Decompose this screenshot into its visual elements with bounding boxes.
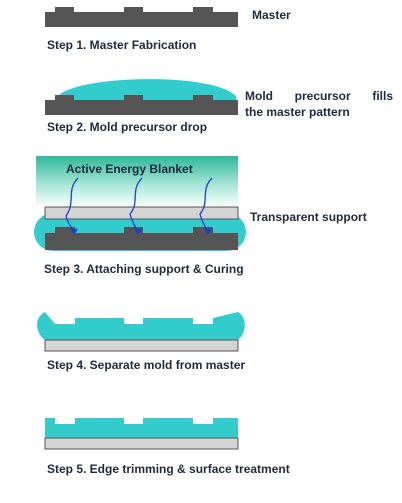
mold-note-line-2: the master pattern: [245, 105, 350, 119]
mold-precursor-drop: [56, 79, 236, 104]
master-label: Master: [252, 8, 291, 22]
step-4-caption: Step 4. Separate mold from master: [47, 358, 246, 372]
uv-arrow-3: [199, 177, 213, 233]
uv-arrow-2: [129, 177, 143, 233]
transparent-support-label: Transparent support: [250, 210, 367, 224]
mold-note-line-1: Mold precursor fills: [245, 89, 393, 103]
active-energy-blanket-label: Active Energy Blanket: [66, 162, 193, 176]
transparent-support-step4: [44, 339, 239, 352]
master-step2: [45, 95, 238, 115]
step-3-caption: Step 3. Attaching support & Curing: [44, 262, 244, 276]
mold-step5: [45, 418, 238, 438]
step-1-caption: Step 1. Master Fabrication: [47, 38, 197, 52]
active-energy-blanket: [36, 156, 238, 208]
uv-arrowheads: [70, 228, 212, 235]
step-2-caption: Step 2. Mold precursor drop: [47, 120, 208, 134]
mold-step4: [37, 312, 245, 340]
master-step1: [45, 7, 238, 27]
master-step3: [45, 227, 238, 250]
transparent-support-step3: [44, 206, 239, 220]
transparent-support-step5: [44, 437, 239, 450]
mold-precursor-note: Mold precursor fills the master pattern: [245, 88, 393, 120]
step-5-caption: Step 5. Edge trimming & surface treatmen…: [47, 462, 290, 476]
